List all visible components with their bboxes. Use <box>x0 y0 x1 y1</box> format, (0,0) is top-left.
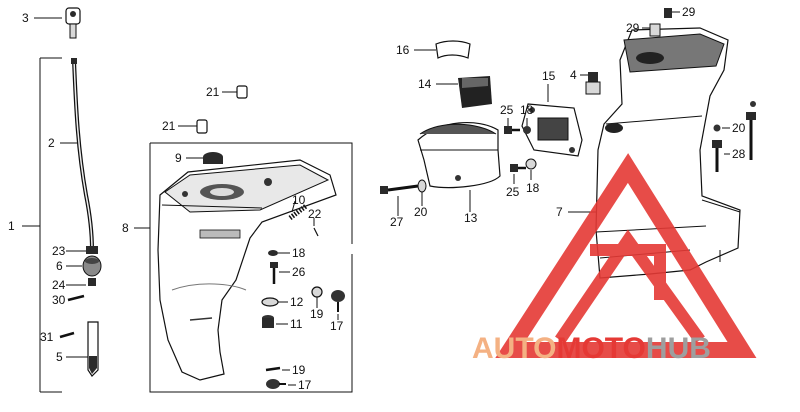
label-11: 11 <box>290 317 303 331</box>
washer-part-18 <box>268 250 278 256</box>
label-12: 12 <box>290 295 304 309</box>
watermark-auto: AUTO <box>472 332 556 365</box>
label-17b: 17 <box>298 378 312 392</box>
watermark-moto: MOTO <box>556 332 645 365</box>
clevis-part-3 <box>65 7 81 39</box>
label-7: 7 <box>556 205 563 219</box>
bolt-part-28b <box>712 140 722 172</box>
label-23: 23 <box>52 244 66 258</box>
label-16: 16 <box>396 43 410 57</box>
washer-part-20b <box>713 124 721 132</box>
part-labels: 1 2 3 23 6 24 30 31 5 8 21 21 9 10 22 18… <box>8 5 746 392</box>
bolt-part-27 <box>380 184 419 194</box>
grommet-part-6 <box>82 246 102 286</box>
label-26: 26 <box>292 265 306 279</box>
label-29b: 29 <box>626 21 640 35</box>
label-25b: 25 <box>506 185 520 199</box>
gear-case-part-8 <box>157 159 337 381</box>
label-21a: 21 <box>206 85 220 99</box>
label-2: 2 <box>48 136 55 150</box>
label-18b: 18 <box>520 103 534 117</box>
grommet-part-29 <box>649 8 672 37</box>
label-9: 9 <box>175 151 182 165</box>
label-1: 1 <box>8 219 15 233</box>
watermark-logo <box>495 153 757 358</box>
screw-part-17a <box>331 290 345 312</box>
bolt-part-26 <box>270 262 278 284</box>
svg-text:AUTOMOTOHUB: AUTOMOTOHUB <box>472 332 711 365</box>
label-28: 28 <box>732 147 746 161</box>
label-13: 13 <box>464 211 478 225</box>
watermark-hub: HUB <box>646 332 711 365</box>
label-10: 10 <box>292 193 306 207</box>
label-19b: 19 <box>292 363 306 377</box>
upper-small-parts <box>380 40 601 216</box>
watermark-text: AUTOMOTOHUB <box>472 332 711 365</box>
shift-rod-part-2 <box>71 58 94 251</box>
fitting-part-4 <box>585 72 601 95</box>
screw-part-17b <box>266 379 286 389</box>
plate-part-15 <box>521 103 583 157</box>
driveshaft-housing-part-7 <box>595 27 741 279</box>
label-6: 6 <box>56 259 63 273</box>
label-15: 15 <box>542 69 556 83</box>
lower-rod-part-5 <box>87 321 99 377</box>
label-5: 5 <box>56 350 63 364</box>
bolt-part-25b <box>510 164 526 172</box>
seal-part-14 <box>458 76 492 108</box>
label-17a: 17 <box>330 319 344 333</box>
dowel-pin-21b <box>196 119 208 134</box>
label-3: 3 <box>22 11 29 25</box>
plug-part-11 <box>262 315 274 328</box>
dowel-pin-21a <box>236 85 248 99</box>
label-19a: 19 <box>310 307 324 321</box>
label-20a: 20 <box>414 205 428 219</box>
housing-part-13 <box>417 121 501 189</box>
label-22: 22 <box>308 207 322 221</box>
label-4: 4 <box>570 68 577 82</box>
bolt-part-28a <box>746 112 756 160</box>
lower-casing-assembly <box>134 85 353 393</box>
label-18c: 18 <box>526 181 540 195</box>
label-27: 27 <box>390 215 404 229</box>
label-31: 31 <box>40 330 54 344</box>
label-20b: 20 <box>732 121 746 135</box>
shift-rod-assembly <box>22 7 102 393</box>
label-14: 14 <box>418 77 432 91</box>
label-21b: 21 <box>162 119 176 133</box>
label-29a: 29 <box>682 5 696 19</box>
bolt-part-25a <box>504 126 520 134</box>
cover-part-16 <box>435 40 471 59</box>
label-30: 30 <box>52 293 66 307</box>
label-18a: 18 <box>292 246 306 260</box>
washer-part-20a <box>750 101 756 107</box>
label-24: 24 <box>52 278 66 292</box>
label-8: 8 <box>122 221 129 235</box>
label-25a: 25 <box>500 103 514 117</box>
